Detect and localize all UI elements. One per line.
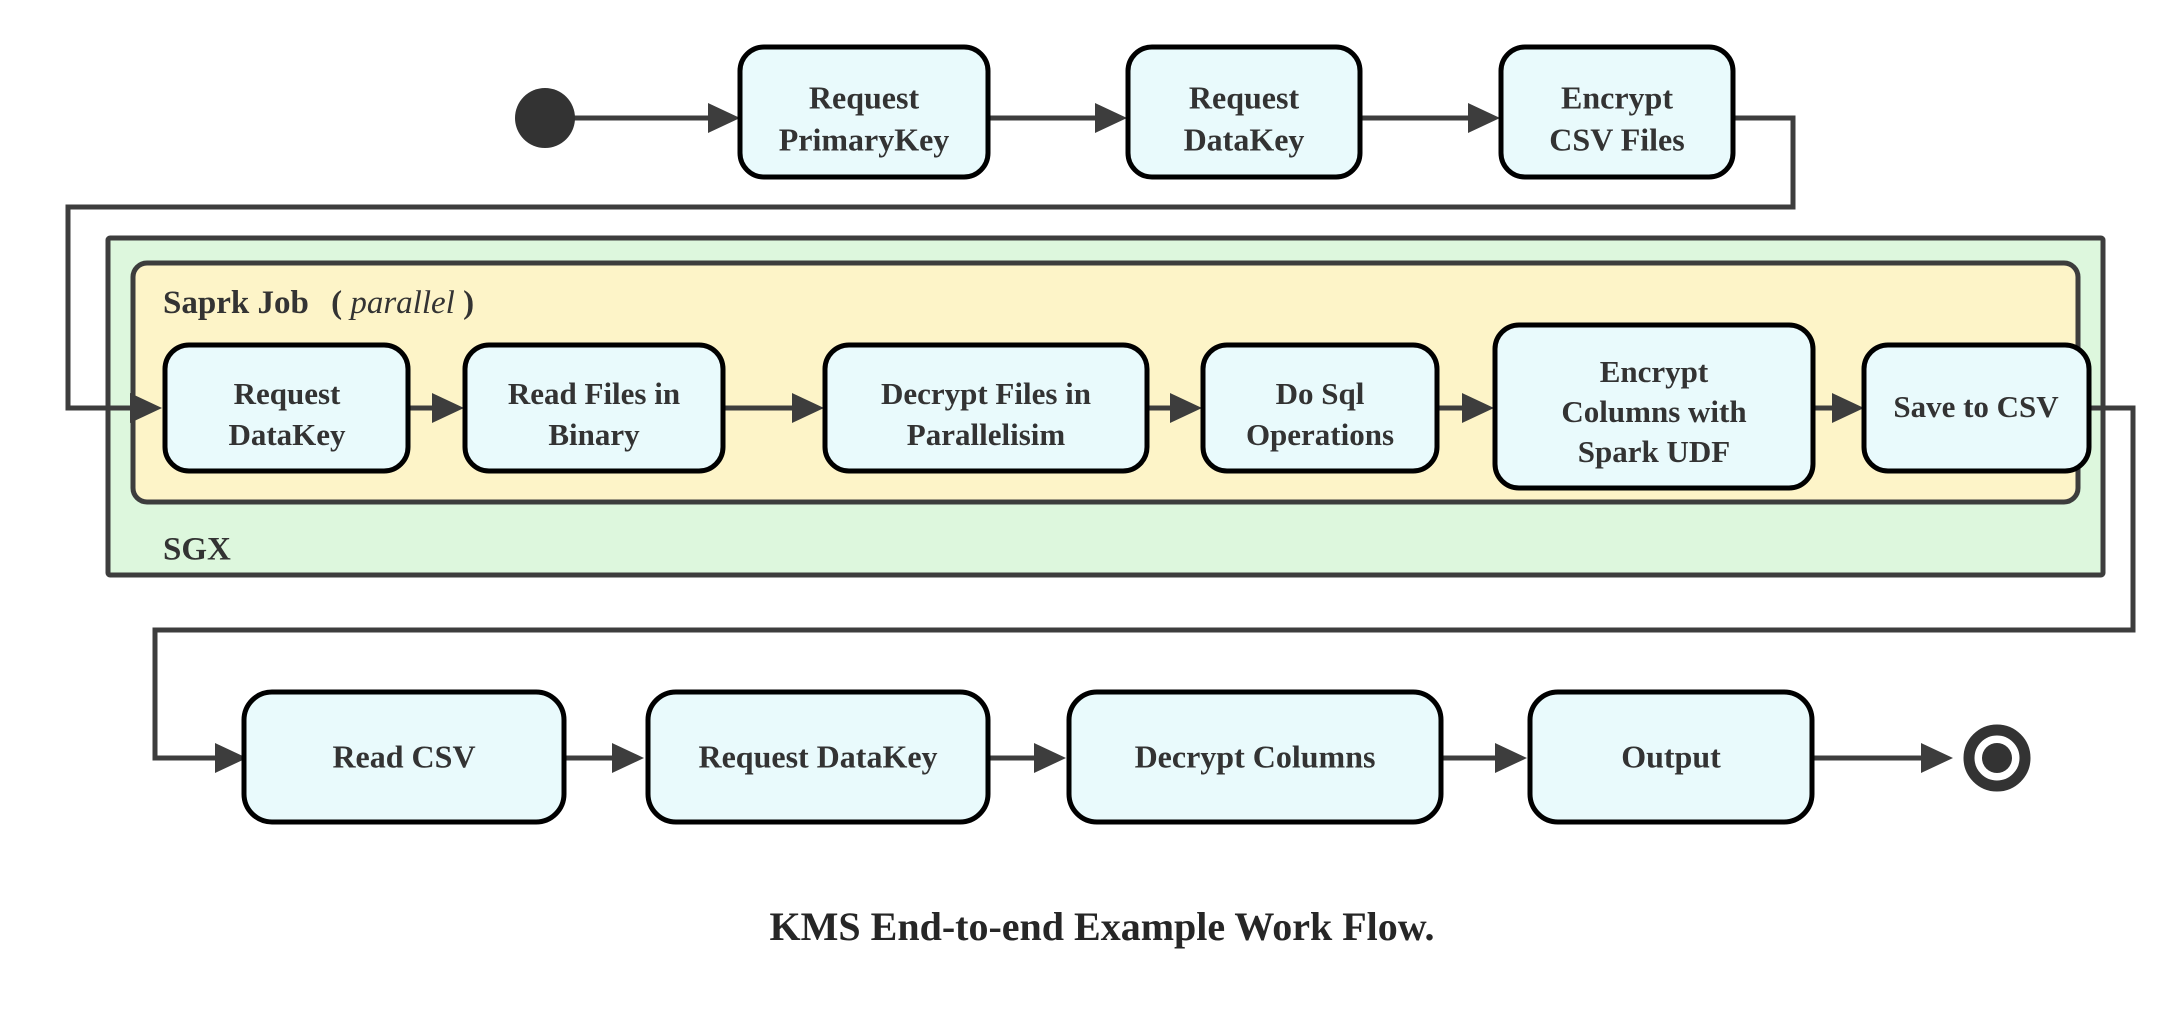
node-read-csv[interactable]: Read CSV xyxy=(241,689,567,825)
node-encrypt-csv-files[interactable]: Encrypt CSV Files xyxy=(1498,44,1736,180)
node-encrypt-csv-files-line1: Encrypt xyxy=(1561,79,1673,115)
node-do-sql-operations-line2: Operations xyxy=(1246,417,1394,452)
node-request-datakey-top-line2: DataKey xyxy=(1184,121,1305,157)
arrowhead-readcsv xyxy=(215,743,247,773)
arrowhead-datakey-bottom xyxy=(612,743,644,773)
connector-savecsv-to-readcsv xyxy=(152,405,2136,761)
node-request-datakey-top-rect[interactable] xyxy=(1125,44,1363,180)
arrowhead-datakey-top xyxy=(1095,103,1127,133)
node-do-sql-operations-line1: Do Sql xyxy=(1276,376,1365,411)
spark-job-label-paren-close: ) xyxy=(463,285,474,321)
node-read-csv-line1: Read CSV xyxy=(332,738,475,774)
arrowhead-encryptcsv xyxy=(1468,103,1500,133)
node-do-sql-operations-rect[interactable] xyxy=(1200,342,1440,474)
node-encrypt-columns-udf[interactable]: Encrypt Columns with Spark UDF xyxy=(1492,322,1816,491)
connector-encryptcsv-to-spark-datakey xyxy=(65,115,1796,411)
node-request-datakey-bottom[interactable]: Request DataKey xyxy=(645,689,991,825)
node-decrypt-files-parallel[interactable]: Decrypt Files in Parallelisim xyxy=(822,342,1150,474)
arrowhead-spark-datakey xyxy=(130,393,162,423)
node-decrypt-columns[interactable]: Decrypt Columns xyxy=(1066,689,1444,825)
end-node xyxy=(1963,724,2031,792)
end-node-dot xyxy=(1982,743,2012,773)
arrowhead-readfiles xyxy=(432,393,464,423)
node-read-files-binary-rect[interactable] xyxy=(462,342,726,474)
node-decrypt-files-parallel-rect[interactable] xyxy=(822,342,1150,474)
end-node-ring xyxy=(1963,724,2031,792)
node-request-datakey-spark-rect[interactable] xyxy=(162,342,411,474)
node-decrypt-files-parallel-line2: Parallelisim xyxy=(907,417,1066,452)
node-request-datakey-bottom-rect[interactable] xyxy=(645,689,991,825)
node-request-datakey-bottom-line1: Request DataKey xyxy=(698,738,937,774)
node-read-files-binary-line1: Read Files in xyxy=(508,376,680,411)
start-node-circle xyxy=(515,88,575,148)
node-encrypt-columns-udf-rect[interactable] xyxy=(1492,322,1816,491)
node-output-rect[interactable] xyxy=(1527,689,1815,825)
arrowhead-end xyxy=(1921,743,1953,773)
node-save-to-csv-line1: Save to CSV xyxy=(1893,389,2059,424)
arrowhead-encryptcolumns xyxy=(1462,393,1494,423)
arrowhead-decryptfiles xyxy=(792,393,824,423)
node-request-primarykey-line2: PrimaryKey xyxy=(779,121,950,157)
diagram-caption: KMS End-to-end Example Work Flow. xyxy=(770,904,1435,949)
node-decrypt-columns-rect[interactable] xyxy=(1066,689,1444,825)
spark-job-label-paren-open: ( xyxy=(331,285,342,321)
connectors xyxy=(65,103,2136,773)
sgx-container-label: SGX xyxy=(163,532,231,568)
node-request-primarykey-rect[interactable] xyxy=(737,44,991,180)
spark-job-label-parallel: parallel xyxy=(348,285,455,321)
node-encrypt-columns-udf-line1: Encrypt xyxy=(1600,354,1709,389)
node-request-datakey-top-line1: Request xyxy=(1189,79,1300,115)
node-save-to-csv[interactable]: Save to CSV xyxy=(1861,342,2092,474)
node-request-primarykey-line1: Request xyxy=(809,79,920,115)
node-encrypt-columns-udf-line2: Columns with xyxy=(1561,394,1746,429)
node-read-files-binary-line2: Binary xyxy=(548,417,640,452)
node-encrypt-csv-files-line2: CSV Files xyxy=(1549,121,1684,157)
spark-job-label-main: Saprk Job xyxy=(163,285,309,321)
node-do-sql-operations[interactable]: Do Sql Operations xyxy=(1200,342,1440,474)
node-save-to-csv-rect[interactable] xyxy=(1861,342,2092,474)
arrowhead-dosql xyxy=(1170,393,1202,423)
spark-job-container-label: Saprk Job ( parallel ) xyxy=(163,285,474,321)
node-output-line1: Output xyxy=(1621,738,1721,774)
node-output[interactable]: Output xyxy=(1527,689,1815,825)
node-encrypt-csv-files-rect[interactable] xyxy=(1498,44,1736,180)
node-read-csv-rect[interactable] xyxy=(241,689,567,825)
start-node xyxy=(515,88,575,148)
arrowhead-primarykey xyxy=(708,103,740,133)
node-request-datakey-spark[interactable]: Request DataKey xyxy=(162,342,411,474)
arrowhead-savecsv xyxy=(1832,393,1864,423)
arrowhead-decryptcolumns xyxy=(1034,743,1066,773)
node-read-files-binary[interactable]: Read Files in Binary xyxy=(462,342,726,474)
node-request-datakey-spark-line1: Request xyxy=(234,376,341,411)
node-request-datakey-top[interactable]: Request DataKey xyxy=(1125,44,1363,180)
node-request-datakey-spark-line2: DataKey xyxy=(228,417,346,452)
arrowhead-output xyxy=(1495,743,1527,773)
node-request-primarykey[interactable]: Request PrimaryKey xyxy=(737,44,991,180)
node-decrypt-files-parallel-line1: Decrypt Files in xyxy=(881,376,1091,411)
node-decrypt-columns-line1: Decrypt Columns xyxy=(1135,738,1376,774)
node-encrypt-columns-udf-line3: Spark UDF xyxy=(1578,434,1730,469)
